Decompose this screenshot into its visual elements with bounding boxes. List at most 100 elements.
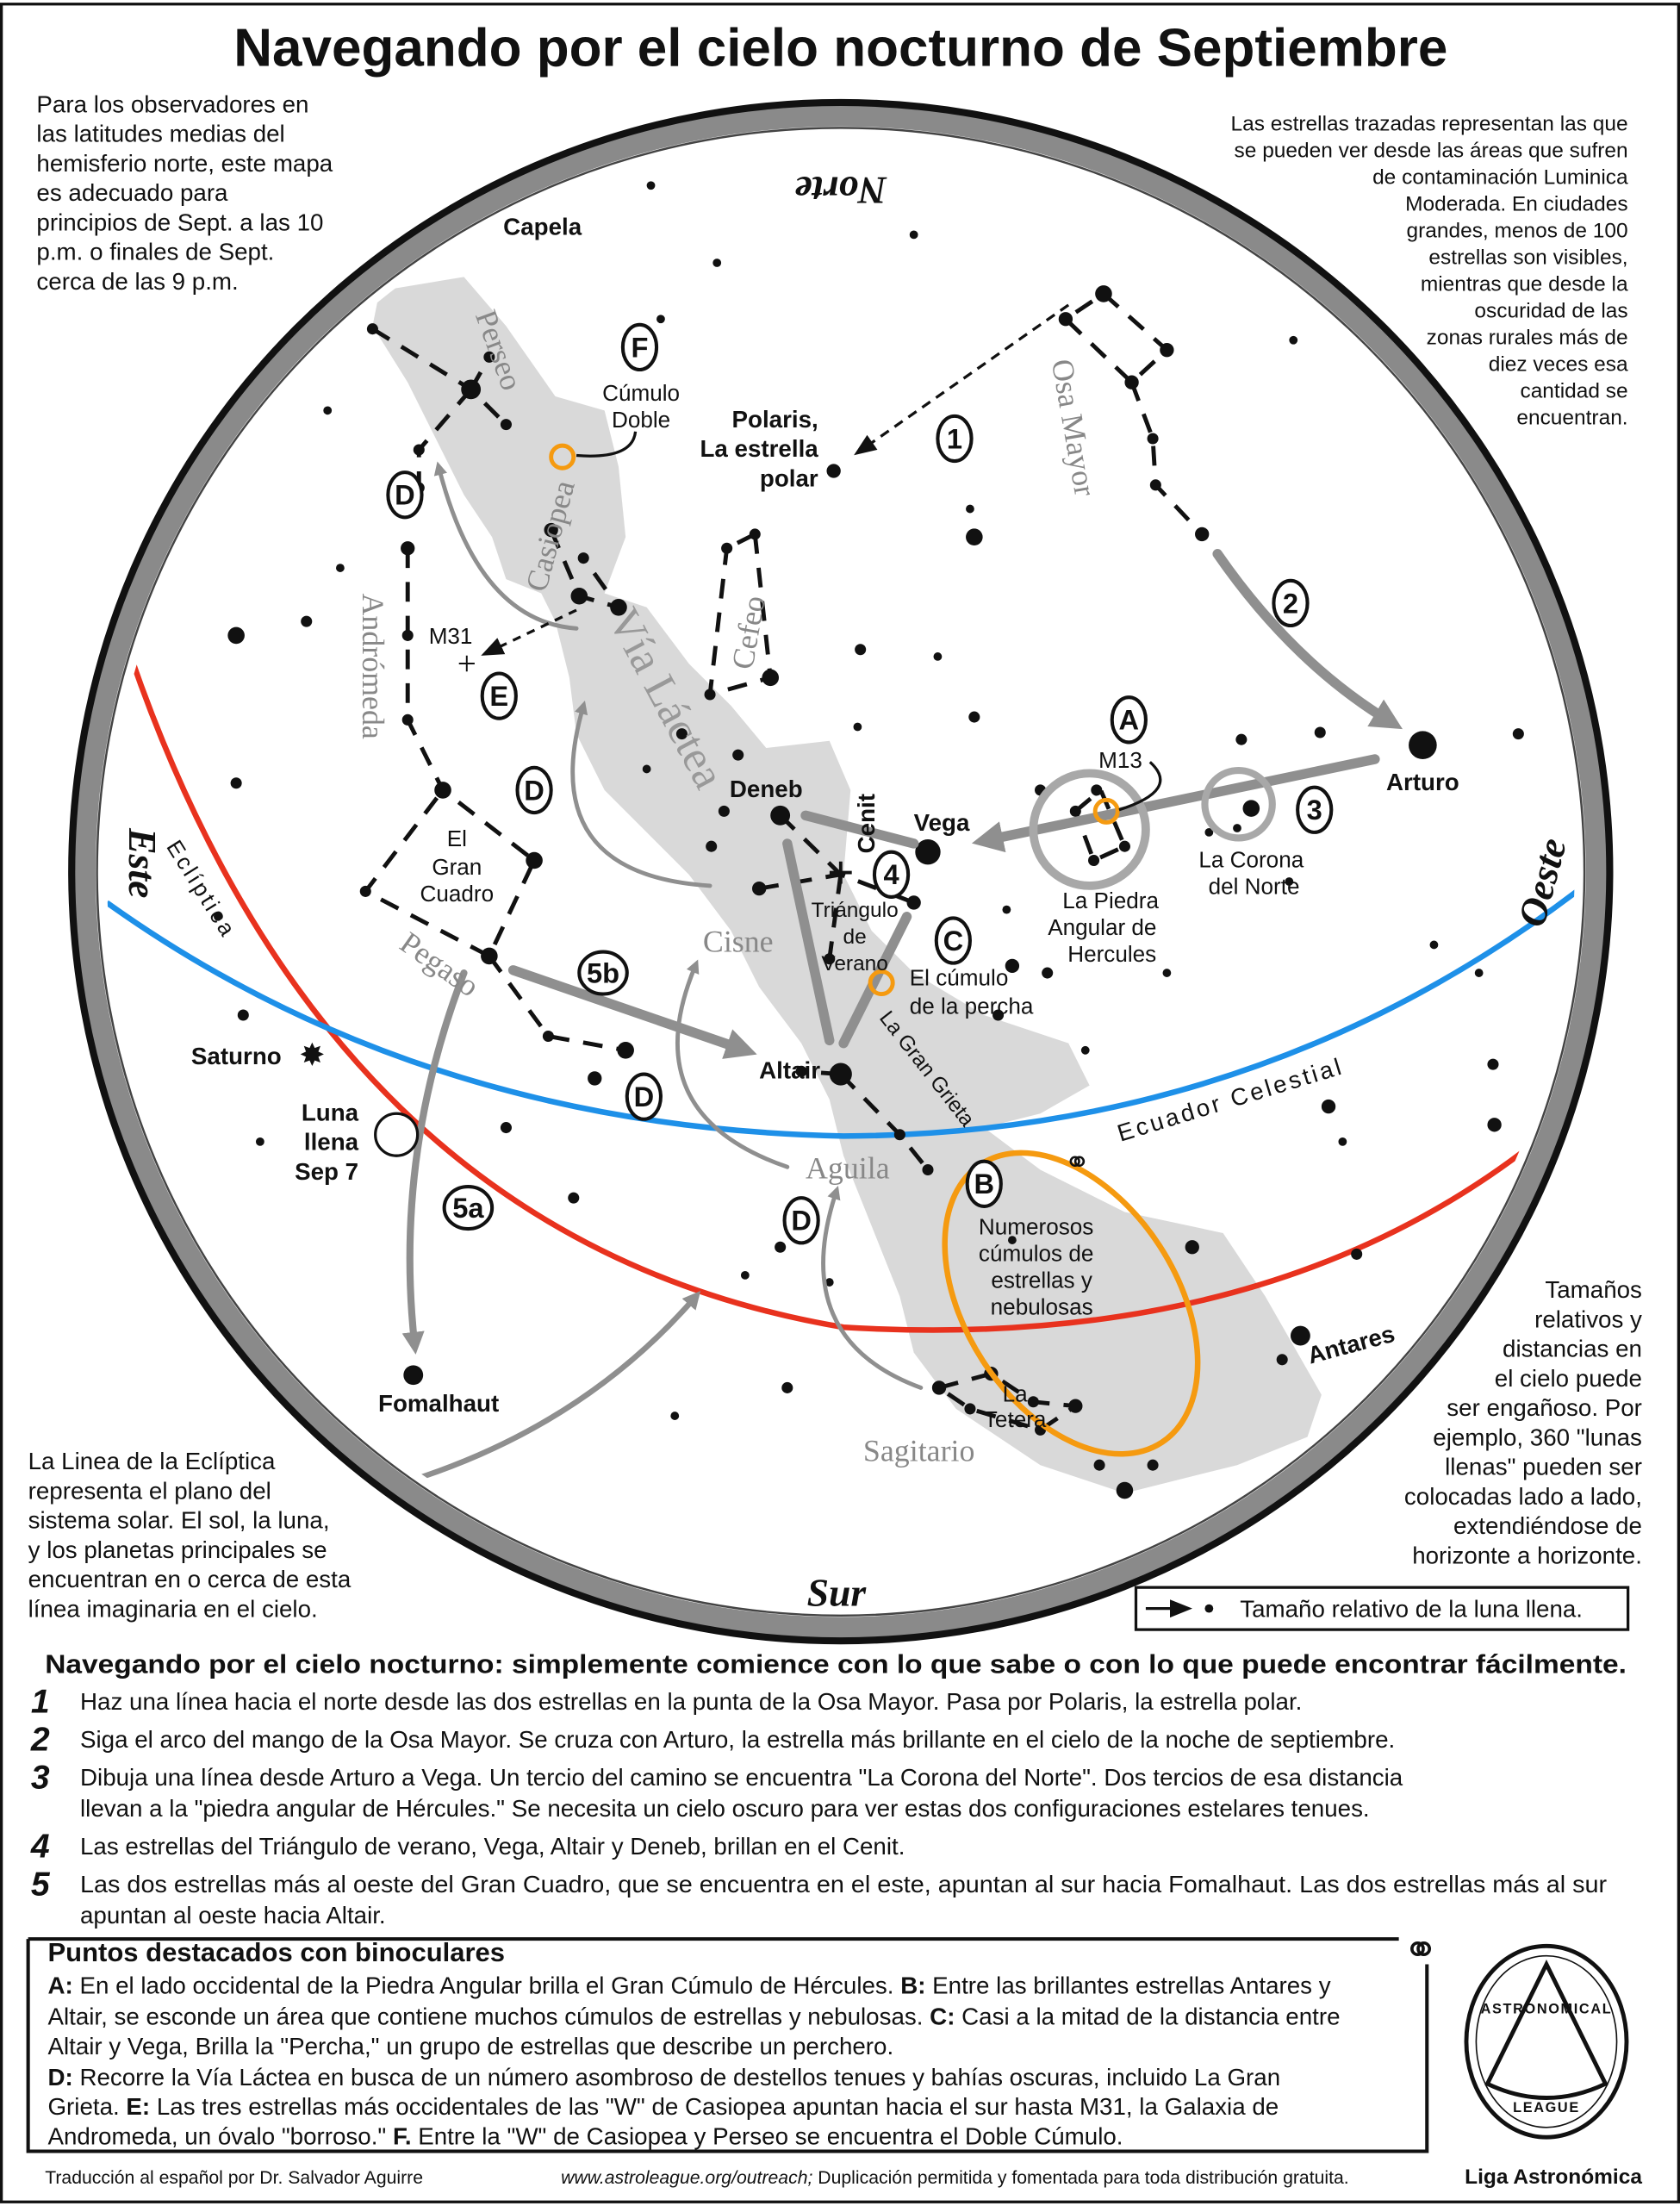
ecliptic-note-line: La Linea de la Eclíptica [28,1448,276,1474]
marker-3: 3 [1296,785,1334,834]
star [1195,527,1210,542]
svg-text:D: D [791,1205,812,1237]
star [323,406,333,415]
m13-pointer [1118,761,1162,812]
star [781,1381,793,1393]
step-text: Haz una línea hacia el norte desde las d… [80,1688,1302,1715]
star [675,728,688,740]
label-gran-cuadro: Cuadro [420,881,495,907]
astronomical-league-logo: ASTRONOMICAL LEAGUE [1464,1943,1629,2140]
star [366,323,378,335]
svg-text:F: F [631,331,648,363]
intro-right: Las estrellas trazadas representan las q… [1231,113,1628,430]
star [1487,1058,1499,1070]
star [752,881,767,896]
svg-text:D: D [634,1081,655,1112]
star [966,528,983,545]
horizon-ring [72,103,1608,1640]
label-triangulo: Triángulo [812,899,899,922]
logo-text-bottom: LEAGUE [1513,2100,1580,2116]
arrow-m31-dashed [481,608,577,656]
step-text: Las estrellas del Triángulo de verano, V… [80,1833,905,1860]
star [855,644,867,656]
star [1002,905,1011,914]
star [1276,1354,1288,1366]
star [740,1271,750,1280]
arrow-5b [507,965,757,1059]
intro-left-line: Para los observadores en [36,90,308,117]
star [1321,1099,1336,1114]
star [1409,731,1437,760]
star [542,1030,554,1043]
star [255,1137,264,1146]
star [829,1062,852,1086]
svg-text:C: C [943,925,964,957]
step-number: 1 [31,1683,50,1720]
star [1233,824,1241,832]
star [712,259,722,267]
size-note-line: Tamaños [1545,1276,1642,1303]
star [237,1009,249,1021]
star [1204,827,1214,837]
legend-text: Tamaño relativo de la luna llena. [1240,1595,1583,1622]
star [1290,1325,1310,1346]
marker-D: D [386,470,424,520]
star [483,351,495,363]
label-capela: Capela [503,213,582,240]
label-luna: Sep 7 [295,1158,358,1185]
star [1242,800,1260,817]
label-vega: Vega [914,809,970,836]
moon-size-legend: Tamaño relativo de la luna llena. [1134,1586,1630,1631]
star [718,805,730,817]
label-percha: de la percha [910,993,1034,1019]
star [1512,728,1524,740]
label-fomalhaut: Fomalhaut [378,1390,499,1417]
marker-5b: 5b [577,950,629,996]
star [500,1122,512,1134]
binoculars-line: Andromeda, un óvalo "borroso." F. Entre … [47,2122,1123,2149]
svg-text:A: A [1119,704,1140,736]
star [1068,1399,1083,1413]
label-deneb: Deneb [730,776,803,802]
footer-rights: www.astroleague.org/outreach; Duplicació… [561,2168,1349,2188]
label-corona: del Norte [1209,874,1300,900]
intro-right-line: Las estrellas trazadas representan las q… [1231,113,1628,136]
binoculars-line: Altair y Vega, Brilla la "Percha," un gr… [47,2033,893,2060]
footer-url[interactable]: www.astroleague.org/outreach; [561,2168,812,2188]
intro-right-line: de contaminación Luminica [1372,166,1628,190]
arrow-2 [1212,549,1403,730]
star [401,541,415,556]
intro-right-line: mientras que desde la [1421,273,1628,296]
size-note: Tamaños relativos y distancias en el cie… [1404,1276,1642,1568]
binoculars-icon: ⚭ [1064,1145,1090,1180]
marker-D: D [515,765,553,815]
milky-way [372,277,1322,1493]
star [646,181,656,190]
label-piedra: Angular de [1048,914,1156,940]
star [795,1065,807,1077]
svg-text:5a: 5a [452,1192,484,1224]
star [610,599,627,616]
svg-text:2: 2 [1283,587,1298,619]
svg-text:E: E [489,680,508,712]
intro-left-line: cerca de las 9 p.m. [36,268,238,295]
ecliptic-note-line: sistema solar. El sol, la luna, [28,1507,330,1534]
star [1289,335,1298,345]
binoculars-line: D: Recorre la Vía Láctea en busca de un … [47,2064,1280,2091]
compass-north: Norte [795,168,888,212]
label-triangulo: Verano [821,952,888,975]
svg-text:4: 4 [883,858,899,890]
size-note-line: distancias en [1503,1336,1642,1362]
star [749,528,761,540]
star [933,652,943,661]
ecliptic-line [121,634,1534,1333]
intro-right-line: se pueden ver desde las áreas que sufren [1235,140,1628,163]
star [1058,312,1073,327]
label-numerosos: nebulosas [991,1294,1093,1320]
star [434,782,451,799]
star [966,504,974,514]
marker-D: D [782,1196,820,1245]
label-polaris: polar [760,464,818,491]
label-piedra: Hercules [1067,941,1156,967]
intro-left-line: p.m. o finales de Sept. [36,239,274,265]
